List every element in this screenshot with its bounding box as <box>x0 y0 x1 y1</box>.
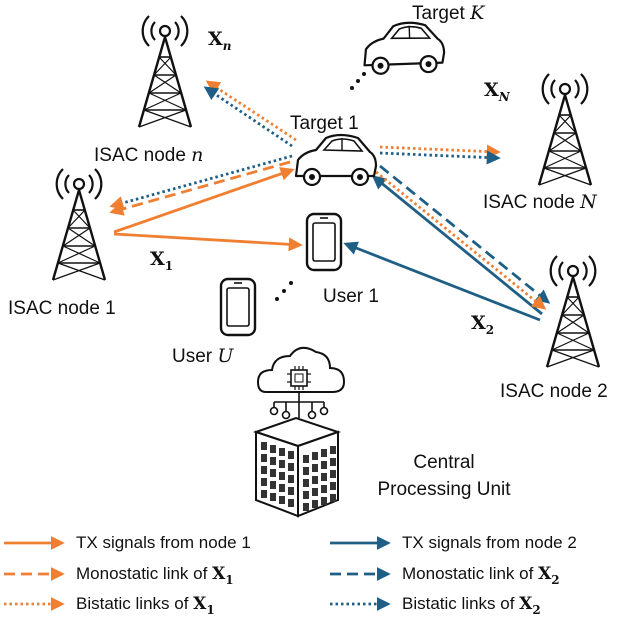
building-window <box>261 478 267 486</box>
building-window <box>288 487 294 495</box>
building-window <box>303 479 309 487</box>
user-U-label: User U <box>172 345 234 367</box>
building-window <box>321 461 327 469</box>
legend: TX signals from node 1 TX signals from no… <box>4 533 577 617</box>
building-window <box>321 497 327 505</box>
cpu-label-line1: Central <box>413 452 474 473</box>
legend-label: TX signals from node 1 <box>76 533 251 552</box>
tx-node1-to-target1 <box>113 167 295 234</box>
cpu-group <box>252 346 346 518</box>
signal-links <box>109 80 551 322</box>
building-window <box>279 484 285 492</box>
bistatic-x2-to-node1 <box>109 154 293 210</box>
building-window <box>321 449 327 457</box>
tower-icon-node-2 <box>545 254 601 369</box>
building-window <box>261 466 267 474</box>
network-connectors <box>269 392 329 420</box>
target-K-label: Target K <box>412 2 486 24</box>
signal-x-N: XN <box>484 79 511 104</box>
building-window <box>330 482 336 490</box>
building-window <box>312 488 318 496</box>
bistatic-x2-to-noden <box>203 86 293 148</box>
phone-icon-user-U <box>219 277 257 337</box>
building-window <box>270 469 276 477</box>
building-window <box>288 499 294 507</box>
tower-icon-node-N <box>537 72 593 187</box>
building-window <box>312 476 318 484</box>
building-window <box>321 473 327 481</box>
bistatic-x1-to-noden <box>205 80 297 142</box>
node-2-label: ISAC node 2 <box>500 381 608 402</box>
building-window <box>261 454 267 462</box>
node-1-label: ISAC node 1 <box>8 298 116 319</box>
chip-icon <box>287 366 311 390</box>
legend-label: Bistatic links of X1 <box>76 594 215 617</box>
car-icon-target-1 <box>294 133 378 187</box>
building-window <box>312 452 318 460</box>
building-window <box>312 500 318 508</box>
tower-icon-node-n <box>137 14 193 129</box>
building-window <box>330 446 336 454</box>
node-n-label: ISAC node n <box>94 144 203 166</box>
building-window <box>279 448 285 456</box>
building-window <box>270 445 276 453</box>
building-window <box>330 494 336 502</box>
legend-label: Monostatic link of X1 <box>76 564 234 587</box>
signal-x-n: Xn <box>208 28 231 53</box>
bistatic-x1-to-nodeN <box>379 144 501 159</box>
building-window <box>330 470 336 478</box>
building-window <box>330 458 336 466</box>
signal-x-2: X2 <box>471 312 494 337</box>
monostatic-x1 <box>109 160 291 216</box>
bistatic-x2-to-nodeN <box>379 150 501 165</box>
building-window <box>312 464 318 472</box>
building-window <box>303 491 309 499</box>
building-window <box>279 496 285 504</box>
building-window <box>303 455 309 463</box>
node-N-label: ISAC node N <box>483 191 598 213</box>
building-window <box>270 457 276 465</box>
user-1-label: User 1 <box>323 286 379 307</box>
monostatic-x2 <box>379 164 551 304</box>
building-window <box>261 442 267 450</box>
building-window <box>303 467 309 475</box>
signal-x-1: X1 <box>150 248 173 273</box>
building-window <box>270 493 276 501</box>
tx-node2-to-user1 <box>343 241 541 322</box>
car-icon-target-K <box>361 20 446 76</box>
legend-label: Monostatic link of X2 <box>402 564 560 587</box>
ellipsis-targets <box>350 72 366 90</box>
building-window <box>321 485 327 493</box>
legend-label: TX signals from node 2 <box>402 533 577 552</box>
building-window <box>270 481 276 489</box>
building-window <box>288 475 294 483</box>
building-window <box>303 503 309 511</box>
building-window <box>279 460 285 468</box>
legend-label: Bistatic links of X2 <box>402 594 541 617</box>
building-window <box>261 490 267 498</box>
tx-node1-to-user1 <box>113 232 303 252</box>
building-icon <box>252 416 342 518</box>
ellipsis-users <box>275 281 293 301</box>
cpu-label-line2: Processing Unit <box>377 479 511 500</box>
target-1-label: Target 1 <box>290 113 359 134</box>
building-window <box>288 451 294 459</box>
phone-icon-user-1 <box>305 212 343 272</box>
tx-node2-to-target1 <box>371 175 543 316</box>
tower-icon-node-1 <box>51 167 107 282</box>
building-window <box>279 472 285 480</box>
building-window <box>288 463 294 471</box>
